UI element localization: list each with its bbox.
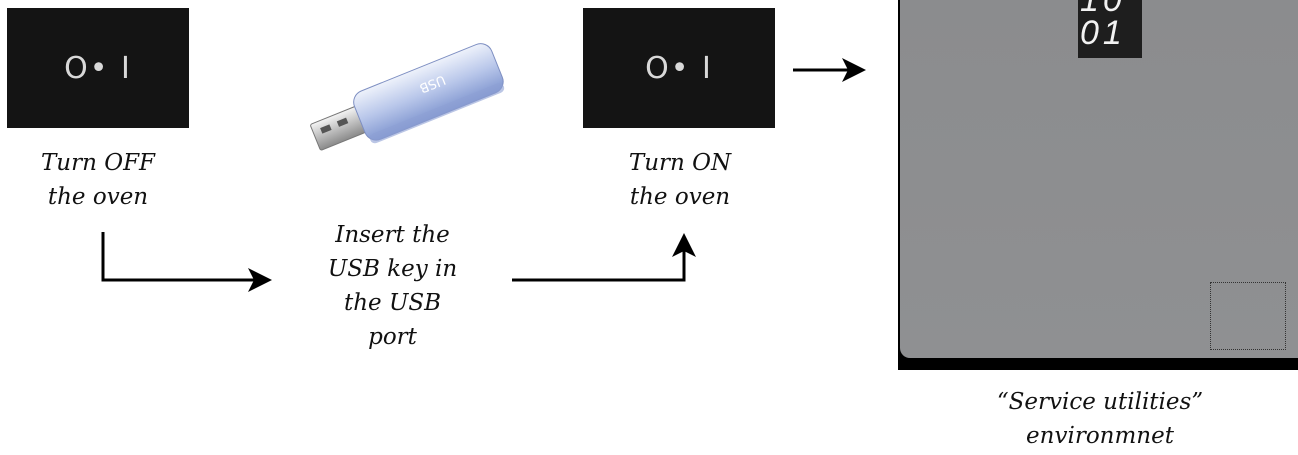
power-switch-icon: O• I: [645, 50, 713, 86]
hidden-touch-area[interactable]: [1210, 282, 1286, 350]
oven-switch-panel-off: O• I: [7, 8, 189, 128]
arrowhead-right: [248, 268, 272, 292]
oven-switch-panel-on: O• I: [583, 8, 775, 128]
display-digits: 10 01: [1080, 0, 1126, 52]
arrow-off-to-usb: [101, 232, 255, 282]
arrowhead-up: [672, 233, 696, 257]
turn-on-caption: Turn ON the oven: [628, 150, 732, 210]
service-utilities-caption: “Service utilities” environmnet: [996, 389, 1204, 449]
turn-off-caption: Turn OFF the oven: [40, 150, 156, 210]
arrowhead-right: [842, 58, 866, 82]
brand-logo: [1078, 0, 1142, 58]
oven-display-screen: 10 01: [898, 0, 1298, 370]
service-utilities-screen: 10 01: [900, 0, 1298, 358]
arrow-usb-to-on: [512, 250, 686, 282]
power-switch-icon: O• I: [64, 50, 132, 86]
insert-usb-caption: Insert the USB key in the USB port: [327, 222, 458, 350]
